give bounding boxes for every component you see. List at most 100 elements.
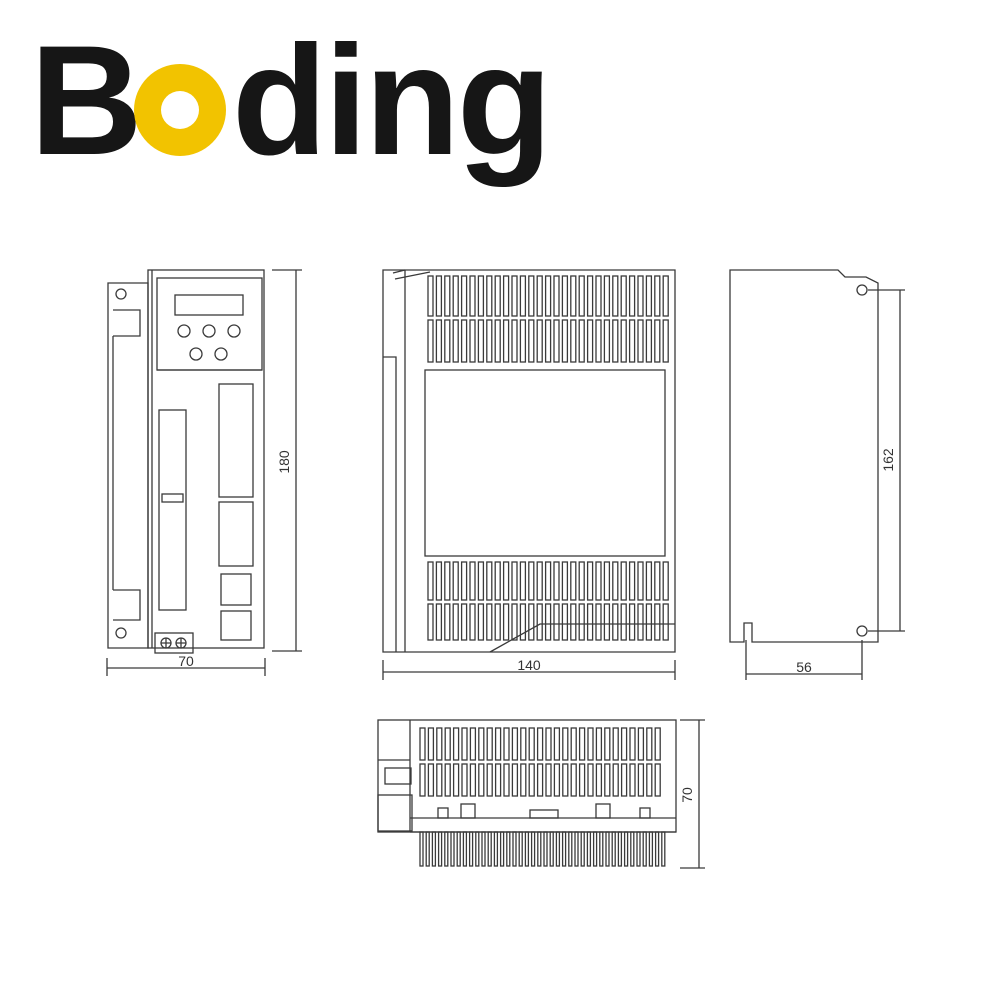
vent-slot [654, 319, 661, 363]
vent-slot [519, 603, 527, 641]
heatsink-fin [456, 831, 461, 867]
vent-slot [511, 603, 518, 641]
heatsink-fin [555, 831, 561, 867]
back-view [729, 269, 905, 680]
vent-slot [628, 275, 636, 317]
vent-slot [460, 603, 468, 641]
heatsink-fin [487, 831, 492, 867]
vent-slot [452, 319, 459, 363]
heatsink-fin [580, 831, 585, 867]
vent-slot [436, 763, 443, 797]
heatsink-fin [475, 831, 480, 867]
key-button [214, 347, 228, 361]
vent-slot [603, 319, 611, 363]
vent-slot [570, 275, 577, 317]
heatsink-fin [537, 831, 542, 867]
vent-slot [553, 727, 561, 761]
heatsink-fin [518, 831, 523, 867]
vent-slot [427, 319, 434, 363]
vent-slot [544, 275, 552, 317]
side-heatsink-edge [489, 623, 675, 653]
front-keypad-buttons [177, 324, 241, 361]
heatsink-fin [592, 831, 598, 867]
vent-slot [612, 727, 619, 761]
vent-slot [536, 275, 543, 317]
vent-slot [586, 319, 594, 363]
logo-letters-ding: ding [232, 14, 549, 188]
side-depth-dim-line [382, 660, 676, 680]
vent-slot [629, 727, 636, 761]
vent-slot [544, 319, 552, 363]
vent-slot [662, 319, 669, 363]
vent-slot [469, 603, 476, 641]
front-connector-latch [161, 493, 184, 503]
vent-slot [502, 603, 510, 641]
side-view [382, 269, 676, 680]
back-spacing-label: 56 [796, 659, 812, 675]
vent-slot [646, 727, 653, 761]
vent-slot [477, 561, 485, 601]
vent-slot [536, 319, 543, 363]
vent-slot [452, 727, 460, 761]
vent-slot [427, 603, 434, 641]
vent-slot [427, 763, 435, 797]
vent-slot [654, 561, 661, 601]
vent-slot [477, 319, 485, 363]
vent-slot [561, 319, 569, 363]
vent-slot [603, 275, 611, 317]
heatsink-fin [623, 831, 629, 867]
vent-slot [662, 561, 669, 601]
vent-slot [578, 763, 586, 797]
heatsink-fin [605, 831, 610, 867]
front-top-hole [115, 288, 127, 300]
vent-slot [536, 763, 544, 797]
vent-slot [620, 727, 628, 761]
side-vents-top [427, 275, 669, 363]
vent-slot [578, 727, 586, 761]
heatsink-fin [524, 831, 530, 867]
vent-slot [469, 319, 476, 363]
front-height-dim-line [272, 269, 302, 652]
brand-logo: B ding [30, 14, 552, 188]
vent-slot [637, 319, 644, 363]
vent-slot [536, 561, 543, 601]
vent-slot [637, 727, 645, 761]
vent-slot [587, 763, 594, 797]
heatsink-fin [630, 831, 635, 867]
heatsink-fin [481, 831, 486, 867]
vent-slot [595, 319, 602, 363]
side-label-area [424, 369, 666, 557]
front-width-label: 70 [178, 653, 194, 669]
back-pitch-label: 162 [880, 448, 896, 472]
heatsink-fin [661, 831, 666, 867]
vent-slot [486, 319, 493, 363]
side-depth-label: 140 [517, 657, 541, 673]
vent-slot [511, 763, 519, 797]
vent-slot [620, 603, 627, 641]
bottom-heatsink-base [410, 817, 676, 833]
key-button [189, 347, 203, 361]
vent-slot [486, 275, 493, 317]
vent-slot [494, 275, 501, 317]
vent-slot [520, 727, 527, 761]
vent-slot [536, 727, 544, 761]
vent-slot [637, 561, 644, 601]
vent-slot [528, 319, 535, 363]
heatsink-fin [468, 831, 474, 867]
vent-slot [503, 763, 510, 797]
vent-slot [612, 319, 619, 363]
heatsink-fin [530, 831, 536, 867]
key-button [177, 324, 191, 338]
front-width-dim-line [106, 658, 266, 676]
vent-slot [595, 275, 602, 317]
vent-slot [444, 603, 451, 641]
vent-slot [603, 603, 611, 641]
vent-slot [553, 275, 560, 317]
side-vents-bottom [427, 561, 669, 641]
heatsink-fin [654, 831, 660, 867]
vent-slot [460, 561, 468, 601]
vent-slot [452, 603, 459, 641]
vent-slot [528, 763, 535, 797]
vent-slot [520, 763, 527, 797]
vent-slot [503, 727, 510, 761]
